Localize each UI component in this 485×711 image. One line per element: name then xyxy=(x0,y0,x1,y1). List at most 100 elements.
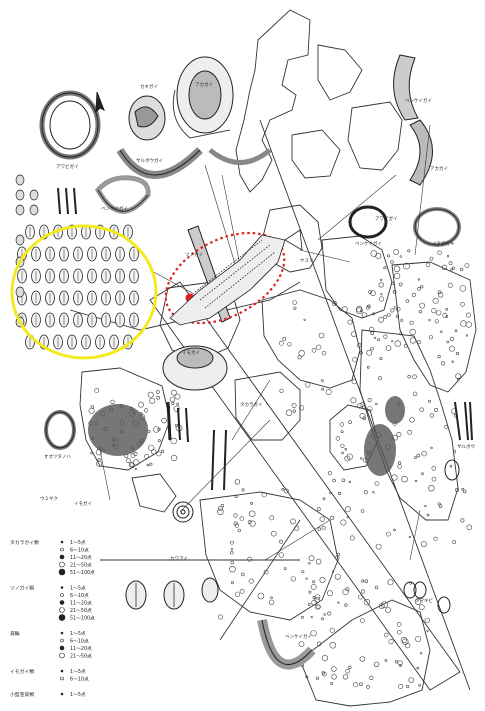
label-bracelet-1: サルボウガイ xyxy=(136,157,163,164)
legend-row-label: 1〜5点 xyxy=(70,631,86,637)
feature-dot xyxy=(239,516,245,521)
feature-dot xyxy=(250,501,253,505)
feature-dot xyxy=(297,355,302,360)
feature-dot xyxy=(367,406,373,412)
feature-dot xyxy=(418,604,425,611)
feature-dot xyxy=(321,525,326,530)
feature-dot xyxy=(392,289,397,294)
feature-dot xyxy=(398,282,403,287)
feature-dot xyxy=(429,256,434,261)
feature-dot xyxy=(430,446,433,450)
feature-dot xyxy=(285,409,293,416)
feature-dot xyxy=(241,488,245,492)
feature-dot xyxy=(312,580,316,584)
feature-dot xyxy=(356,307,363,315)
feature-dot xyxy=(325,388,332,395)
label-shell-c: アカガイ xyxy=(195,81,213,88)
label-bracelet-3: ベンケイガイ xyxy=(405,97,432,104)
feature-dot xyxy=(444,424,449,429)
feature-dot xyxy=(278,340,284,346)
legend-row-label: 1〜5点 xyxy=(70,669,86,675)
feature-dot xyxy=(399,664,402,667)
feature-dot xyxy=(414,598,422,605)
feature-dot xyxy=(331,674,337,680)
feature-dot xyxy=(348,480,351,484)
feature-dot xyxy=(431,308,437,314)
feature-dot xyxy=(230,581,234,585)
legend-symbol xyxy=(60,669,64,673)
scatter-features xyxy=(88,248,473,689)
feature-dot xyxy=(362,405,367,410)
feature-dot xyxy=(138,401,144,408)
feature-dot xyxy=(359,412,366,419)
feature-dot xyxy=(394,272,401,280)
feature-dot xyxy=(234,523,240,528)
feature-dot xyxy=(88,407,95,414)
cowrie-shell-grid xyxy=(17,224,139,350)
small-shell xyxy=(15,174,25,186)
feature-dot xyxy=(359,682,363,687)
feature-dot xyxy=(171,454,178,462)
feature-dot xyxy=(348,665,352,669)
feature-dot xyxy=(445,307,449,311)
feature-dot xyxy=(428,399,431,403)
feature-dot xyxy=(308,590,312,594)
feature-dot xyxy=(153,426,160,433)
feature-dot xyxy=(345,587,350,592)
feature-dot xyxy=(241,572,245,577)
feature-dot xyxy=(161,449,165,454)
feature-dot xyxy=(90,452,93,455)
legend-group-name: 小型巻貝類 xyxy=(10,691,34,698)
feature-dot xyxy=(384,659,388,662)
feature-dot xyxy=(366,365,370,369)
feature-dot xyxy=(367,397,372,403)
feature-dot xyxy=(318,332,325,339)
feature-dot xyxy=(360,509,365,513)
legend-row-label: 11〜20点 xyxy=(70,646,92,652)
feature-dot xyxy=(359,618,365,623)
feature-dot xyxy=(341,451,344,455)
feature-dot xyxy=(393,265,401,272)
feature-dot xyxy=(332,478,336,483)
label-tool-11: タマキビ xyxy=(415,597,433,604)
label-shell-ring-a: アワビガイ xyxy=(56,163,79,170)
feature-dot xyxy=(312,596,316,599)
feature-dot xyxy=(407,249,411,253)
feature-dot xyxy=(170,437,177,445)
feature-dot xyxy=(308,562,311,565)
feature-dot xyxy=(396,431,402,437)
feature-dot xyxy=(390,308,395,313)
feature-dot xyxy=(375,402,378,406)
feature-dot xyxy=(358,594,363,600)
feature-dot xyxy=(406,684,410,689)
legend-row-label: 6〜10点 xyxy=(70,548,89,554)
feature-dot xyxy=(399,332,403,336)
feature-dot xyxy=(408,535,411,539)
small-shell xyxy=(15,286,25,298)
legend-row-label: 21〜50点 xyxy=(70,563,92,569)
legend-symbol xyxy=(59,645,65,651)
feature-dot xyxy=(341,306,348,313)
feature-dot xyxy=(401,476,408,483)
feature-dot xyxy=(278,552,284,558)
feature-dot xyxy=(385,531,391,537)
feature-dot xyxy=(425,262,431,267)
feature-dot xyxy=(396,307,401,312)
feature-dot xyxy=(403,343,408,348)
feature-dot xyxy=(279,539,283,544)
feature-dot xyxy=(383,334,388,339)
feature-dot xyxy=(345,669,350,674)
feature-dot xyxy=(305,577,308,580)
feature-dot xyxy=(433,536,438,541)
feature-dot xyxy=(412,391,418,397)
feature-dot xyxy=(359,656,366,662)
feature-dot xyxy=(384,632,389,638)
feature-dot xyxy=(173,405,180,412)
feature-dot xyxy=(155,390,160,394)
feature-dot xyxy=(375,543,382,550)
feature-dot xyxy=(391,340,394,343)
label-tool-10: サルボウ xyxy=(457,443,475,450)
feature-dot xyxy=(283,567,287,571)
label-tool-3: イモガイ xyxy=(182,349,200,356)
